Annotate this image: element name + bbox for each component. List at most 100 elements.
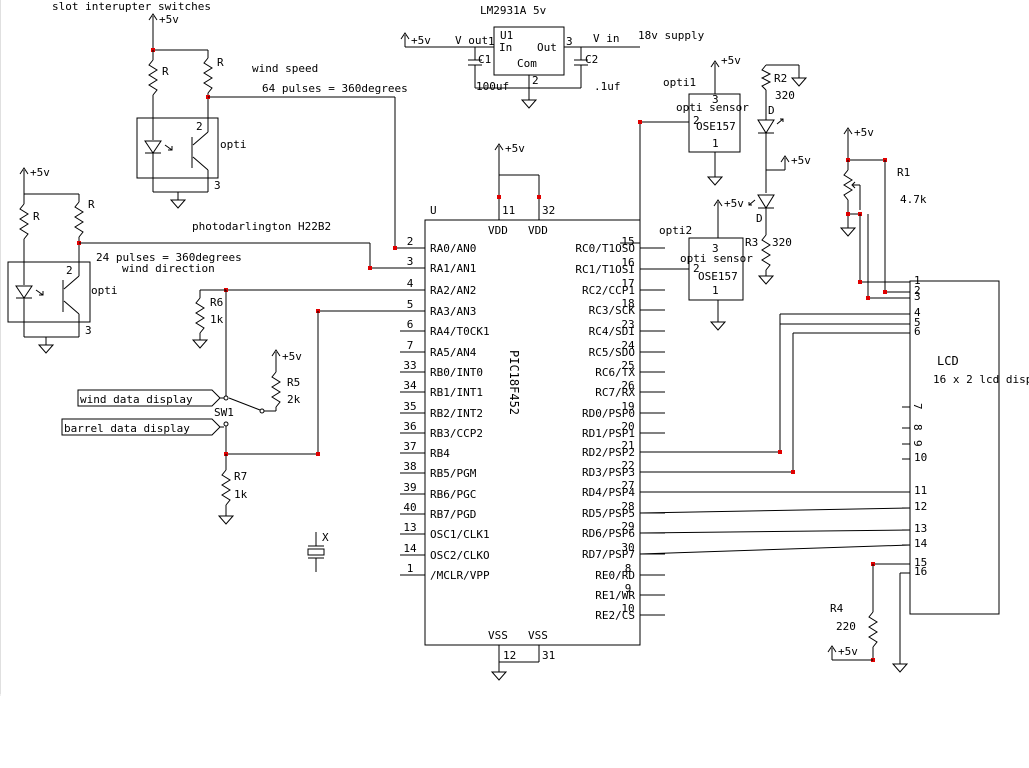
resistor-r2: R2 320	[760, 64, 795, 120]
svg-text:20: 20	[621, 420, 634, 433]
svg-text:RD1/PSP1: RD1/PSP1	[582, 427, 635, 440]
svg-text:2: 2	[693, 262, 700, 275]
svg-text:26: 26	[621, 379, 634, 392]
svg-text:RC5/SDO: RC5/SDO	[589, 346, 635, 359]
left-pin-group: 2RA0/AN03RA1/AN14RA2/AN25RA3/AN36RA4/T0C…	[400, 235, 490, 582]
svg-text:25: 25	[621, 359, 634, 372]
label-slot-switches: slot interupter switches	[52, 0, 211, 13]
svg-text:OSC2/CLKO: OSC2/CLKO	[430, 549, 490, 562]
svg-text:+5v: +5v	[30, 166, 50, 179]
svg-text:8: 8	[911, 424, 924, 431]
resistor-r6: R6 1k	[195, 290, 224, 340]
junction-dot	[316, 452, 320, 456]
svg-text:15: 15	[914, 556, 927, 569]
ground-symbol	[191, 339, 209, 349]
svg-text:14: 14	[403, 542, 417, 555]
svg-text:11: 11	[914, 484, 927, 497]
svg-text:U: U	[430, 204, 437, 217]
junction-dot	[778, 450, 782, 454]
svg-text:+5v: +5v	[721, 54, 741, 67]
svg-text:10: 10	[621, 602, 634, 615]
svg-text:3: 3	[712, 93, 719, 106]
svg-text:320: 320	[775, 89, 795, 102]
svg-text:32: 32	[542, 204, 555, 217]
svg-text:3: 3	[407, 255, 414, 268]
junction-dot	[866, 296, 870, 300]
svg-text:RC1/T1OSI: RC1/T1OSI	[575, 263, 635, 276]
svg-text:RB0/INT0: RB0/INT0	[430, 366, 483, 379]
svg-text:37: 37	[403, 440, 416, 453]
svg-text:1: 1	[914, 274, 921, 287]
svg-text:14: 14	[914, 537, 928, 550]
svg-text:RD2/PSP2: RD2/PSP2	[582, 446, 635, 459]
vcc-symbol: +5v	[843, 126, 874, 142]
svg-text:2: 2	[66, 264, 73, 277]
svg-text:D: D	[768, 104, 775, 117]
svg-text:D: D	[756, 212, 763, 225]
svg-text:V out: V out	[455, 34, 488, 47]
resistor-symbol: R	[148, 50, 169, 118]
svg-text:320: 320	[772, 236, 792, 249]
svg-text:RD0/PSP0: RD0/PSP0	[582, 407, 635, 420]
svg-text:15: 15	[621, 235, 634, 248]
ground-symbol	[169, 199, 187, 209]
svg-text:13: 13	[914, 522, 927, 535]
svg-text:OSE157: OSE157	[698, 270, 738, 283]
svg-text:C2: C2	[585, 53, 598, 66]
label-wind-speed: wind speed	[252, 62, 318, 75]
lcd-pin: 8	[902, 424, 924, 431]
ground-symbol	[709, 321, 727, 331]
svg-text:100uf: 100uf	[476, 80, 509, 93]
svg-text:wind data display: wind data display	[80, 393, 193, 406]
ground-symbol	[37, 344, 55, 354]
lcd-pin: 11	[902, 484, 927, 497]
svg-text:C1: C1	[478, 53, 491, 66]
svg-text:opti: opti	[91, 284, 118, 297]
resistor-r5: R5 2k	[271, 364, 301, 411]
svg-text:4: 4	[407, 277, 414, 290]
pic-vdd-supply: +5v	[494, 142, 525, 158]
wind-data-display-flag: wind data display	[77, 389, 221, 407]
svg-text:SW1: SW1	[214, 406, 234, 419]
svg-text:/MCLR/VPP: /MCLR/VPP	[430, 569, 490, 582]
svg-text:9: 9	[911, 440, 924, 447]
svg-text:.1uf: .1uf	[594, 80, 621, 93]
svg-text:RB3/CCP2: RB3/CCP2	[430, 427, 483, 440]
svg-text:opti sensor: opti sensor	[680, 252, 753, 265]
chip-name: PIC18F452	[507, 350, 521, 415]
svg-text:1k: 1k	[234, 488, 248, 501]
ground-symbol	[217, 515, 235, 525]
svg-text:R: R	[162, 65, 169, 78]
label-regulator: LM2931A 5v	[480, 4, 547, 17]
svg-text:1: 1	[712, 284, 719, 297]
svg-text:30: 30	[621, 541, 634, 554]
svg-text:27: 27	[621, 479, 634, 492]
svg-text:opti sensor: opti sensor	[676, 101, 749, 114]
svg-text:RE0/RD: RE0/RD	[595, 569, 635, 582]
junction-dot	[368, 266, 372, 270]
svg-text:In: In	[499, 41, 512, 54]
svg-text:8: 8	[625, 562, 632, 575]
svg-text:RD7/PSP7: RD7/PSP7	[582, 548, 635, 561]
lcd-pin: 10	[902, 451, 927, 464]
pic18f452-chip: U 11 32 VDD VDD VSS VSS PIC18F452 2RA0/A…	[400, 204, 665, 646]
capacitor-c1: C1	[468, 53, 491, 66]
svg-text:RB2/INT2: RB2/INT2	[430, 407, 483, 420]
lcd-pin: 6	[902, 325, 921, 338]
svg-text:opti2: opti2	[659, 224, 692, 237]
ground-symbol	[706, 176, 724, 186]
lcd-pin: 16	[902, 565, 927, 578]
svg-text:38: 38	[403, 460, 416, 473]
vcc-symbol: +5v	[400, 32, 431, 47]
